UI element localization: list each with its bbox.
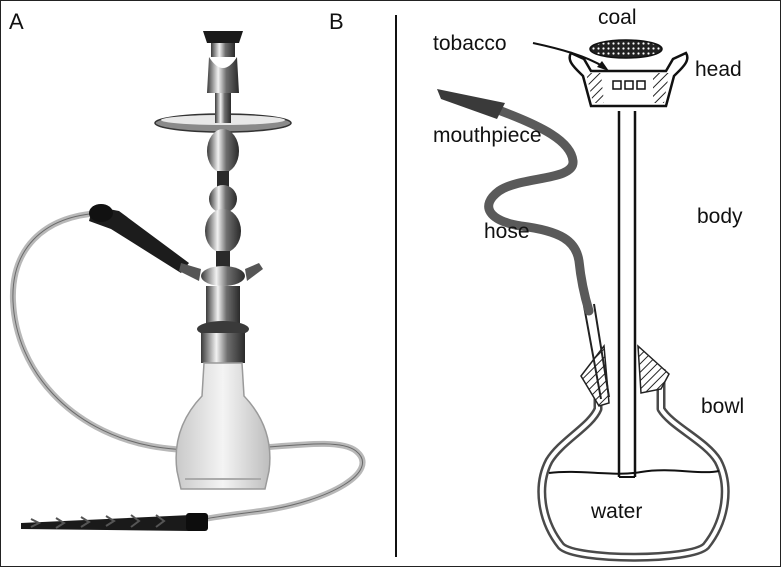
- schematic-hose: [484, 106, 594, 316]
- hookah-schematic: [437, 39, 730, 562]
- label-mouthpiece: mouthpiece: [433, 124, 542, 147]
- tobacco-arrow: [532, 42, 605, 68]
- schematic-seal-left: [580, 344, 610, 407]
- label-tobacco: tobacco: [433, 32, 507, 55]
- label-water: water: [591, 500, 643, 523]
- panel-a-letter: A: [9, 9, 24, 34]
- hookah-photo: [9, 31, 366, 531]
- schematic-seal-right: [637, 344, 670, 394]
- label-bowl: bowl: [701, 395, 745, 418]
- schematic-mouthpiece: [437, 89, 505, 119]
- label-body: body: [697, 205, 743, 228]
- panel-b-letter: B: [329, 9, 344, 34]
- photo-mouthpiece: [21, 515, 206, 531]
- schematic-bowl: [537, 369, 730, 562]
- schematic-coal: [589, 39, 663, 59]
- label-hose: hose: [484, 220, 530, 243]
- photo-hose-handle: [89, 206, 189, 273]
- schematic-water-line: [548, 469, 720, 475]
- photo-glass-base: [175, 362, 271, 490]
- label-head: head: [695, 58, 742, 81]
- schematic-head: [568, 51, 689, 108]
- label-coal: coal: [598, 6, 637, 29]
